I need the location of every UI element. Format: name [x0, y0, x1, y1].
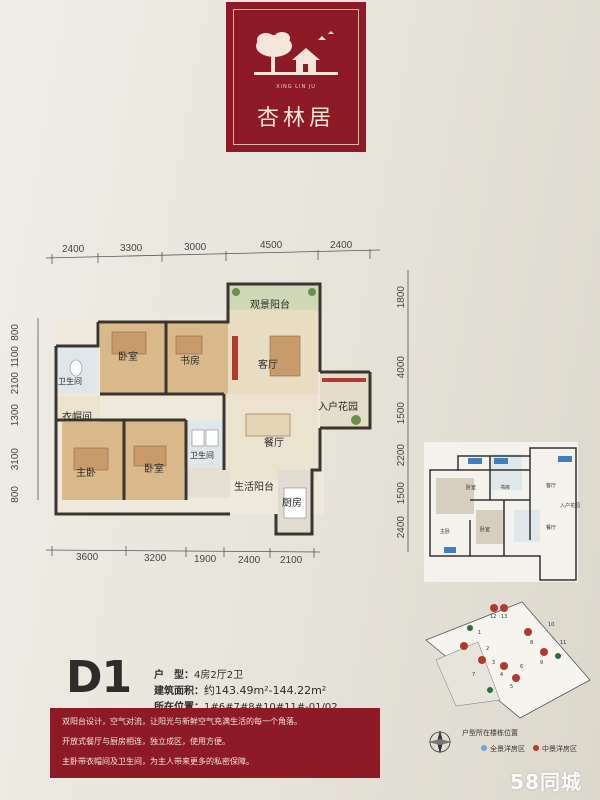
mini-label-living: 客厅 [546, 483, 557, 489]
site-building-6: 6 [520, 664, 524, 670]
unit-type-label: 户 型： [154, 670, 194, 681]
dim-bottom-4: 2400 [238, 555, 261, 566]
feature-1: 双阳台设计，空气对流，让阳光与新鲜空气充满生活的每一个角落。 [62, 717, 302, 726]
mini-label-master: 主卧 [440, 529, 451, 535]
dim-right-1: 1800 [396, 286, 407, 309]
dim-left-4: 1300 [10, 404, 21, 427]
site-legend-panorama: 全景洋房区 [490, 745, 525, 753]
unit-type-row: 户 型：4房2厅2卫 [154, 666, 243, 681]
dim-left-3: 2100 [10, 372, 21, 395]
dim-top-2: 3300 [120, 243, 143, 254]
room-cloakroom: 衣帽间 [62, 412, 92, 423]
room-bedroom-1: 卧室 [118, 352, 138, 363]
brand-logo: XING LIN JU 杏林居 [226, 2, 366, 152]
room-kitchen: 厨房 [282, 498, 302, 509]
unit-type-value: 4房2厅2卫 [194, 670, 244, 681]
watermark-58: 58同城 [510, 770, 582, 794]
feature-2: 开放式餐厅与厨房相连，独立成区，使用方便。 [62, 737, 230, 746]
room-living: 客厅 [258, 360, 278, 371]
unit-area-value: 约143.49m²-144.22m² [204, 684, 327, 697]
unit-code: D1 [66, 652, 132, 703]
site-building-12: 12 [490, 614, 497, 620]
mini-label-study: 书房 [500, 485, 511, 491]
site-building-11: 11 [560, 640, 567, 646]
dim-left-6: 800 [10, 486, 21, 503]
unit-location-row: 所在位置：1#6#7#8#10#11#-01/02 [154, 698, 338, 713]
site-building-7: 7 [472, 672, 476, 678]
room-bedroom-2: 卧室 [144, 464, 164, 475]
mini-label-dining: 餐厅 [546, 525, 557, 531]
unit-area-label: 建筑面积： [154, 686, 204, 697]
dim-bottom-1: 3600 [76, 552, 99, 563]
logo-subtitle: XING LIN JU [276, 84, 316, 90]
site-building-8: 8 [530, 640, 534, 646]
dim-right-2: 4000 [396, 356, 407, 379]
mini-label-bedroom-b: 卧室 [480, 527, 491, 533]
room-dining: 餐厅 [264, 438, 284, 449]
dim-left-2: 1100 [10, 346, 21, 368]
site-building-2: 2 [486, 646, 490, 652]
site-building-10: 10 [548, 622, 555, 628]
dim-bottom-2: 3200 [144, 553, 167, 564]
unit-location-value: 1#6#7#8#10#11#-01/02 [204, 702, 338, 713]
mini-label-bedroom-a: 卧室 [466, 485, 477, 491]
dim-bottom-3: 1900 [194, 554, 217, 565]
dim-right-4: 2200 [396, 444, 407, 467]
site-building-3: 3 [492, 660, 496, 666]
room-bathroom-small: 卫生间 [58, 377, 82, 386]
room-entrance-garden: 入户花园 [318, 402, 358, 413]
dim-left-1: 800 [10, 324, 21, 341]
dim-top-4: 4500 [260, 240, 283, 251]
site-legend-midview: 中景洋房区 [542, 745, 577, 753]
dim-top-3: 3000 [184, 242, 207, 253]
room-study: 书房 [180, 356, 200, 367]
logo-frame [233, 9, 359, 145]
dim-top-1: 2400 [62, 244, 85, 255]
dim-right-6: 2400 [396, 516, 407, 539]
dim-right-3: 1500 [396, 402, 407, 425]
dim-left-5: 3100 [10, 448, 21, 471]
room-balcony-view: 观景阳台 [250, 300, 290, 311]
room-bathroom-2: 卫生间 [190, 451, 214, 460]
unit-location-label: 所在位置： [154, 702, 204, 713]
site-legend-title: 户型所在楼栋位置 [462, 729, 518, 737]
site-building-4: 4 [500, 672, 504, 678]
room-master-bedroom: 主卧 [76, 468, 96, 479]
room-utility-balcony: 生活阳台 [234, 482, 274, 493]
dim-bottom-5: 2100 [280, 555, 303, 566]
site-building-13: 13 [501, 614, 508, 620]
tree-house-logo-icon [254, 31, 338, 75]
site-building-1: 1 [478, 630, 482, 636]
site-building-9: 9 [540, 660, 544, 666]
site-building-5: 5 [510, 684, 514, 690]
unit-area-row: 建筑面积：约143.49m²-144.22m² [154, 682, 326, 698]
mini-label-entry: 入户花园 [560, 503, 581, 509]
dim-right-5: 1500 [396, 482, 407, 505]
dim-top-5: 2400 [330, 240, 353, 251]
feature-3: 主卧带衣帽间及卫生间，为主人带来更多的私密保障。 [62, 757, 254, 766]
features-panel: 双阳台设计，空气对流，让阳光与新鲜空气充满生活的每一个角落。 开放式餐厅与厨房相… [50, 708, 380, 778]
logo-name: 杏林居 [256, 106, 335, 131]
